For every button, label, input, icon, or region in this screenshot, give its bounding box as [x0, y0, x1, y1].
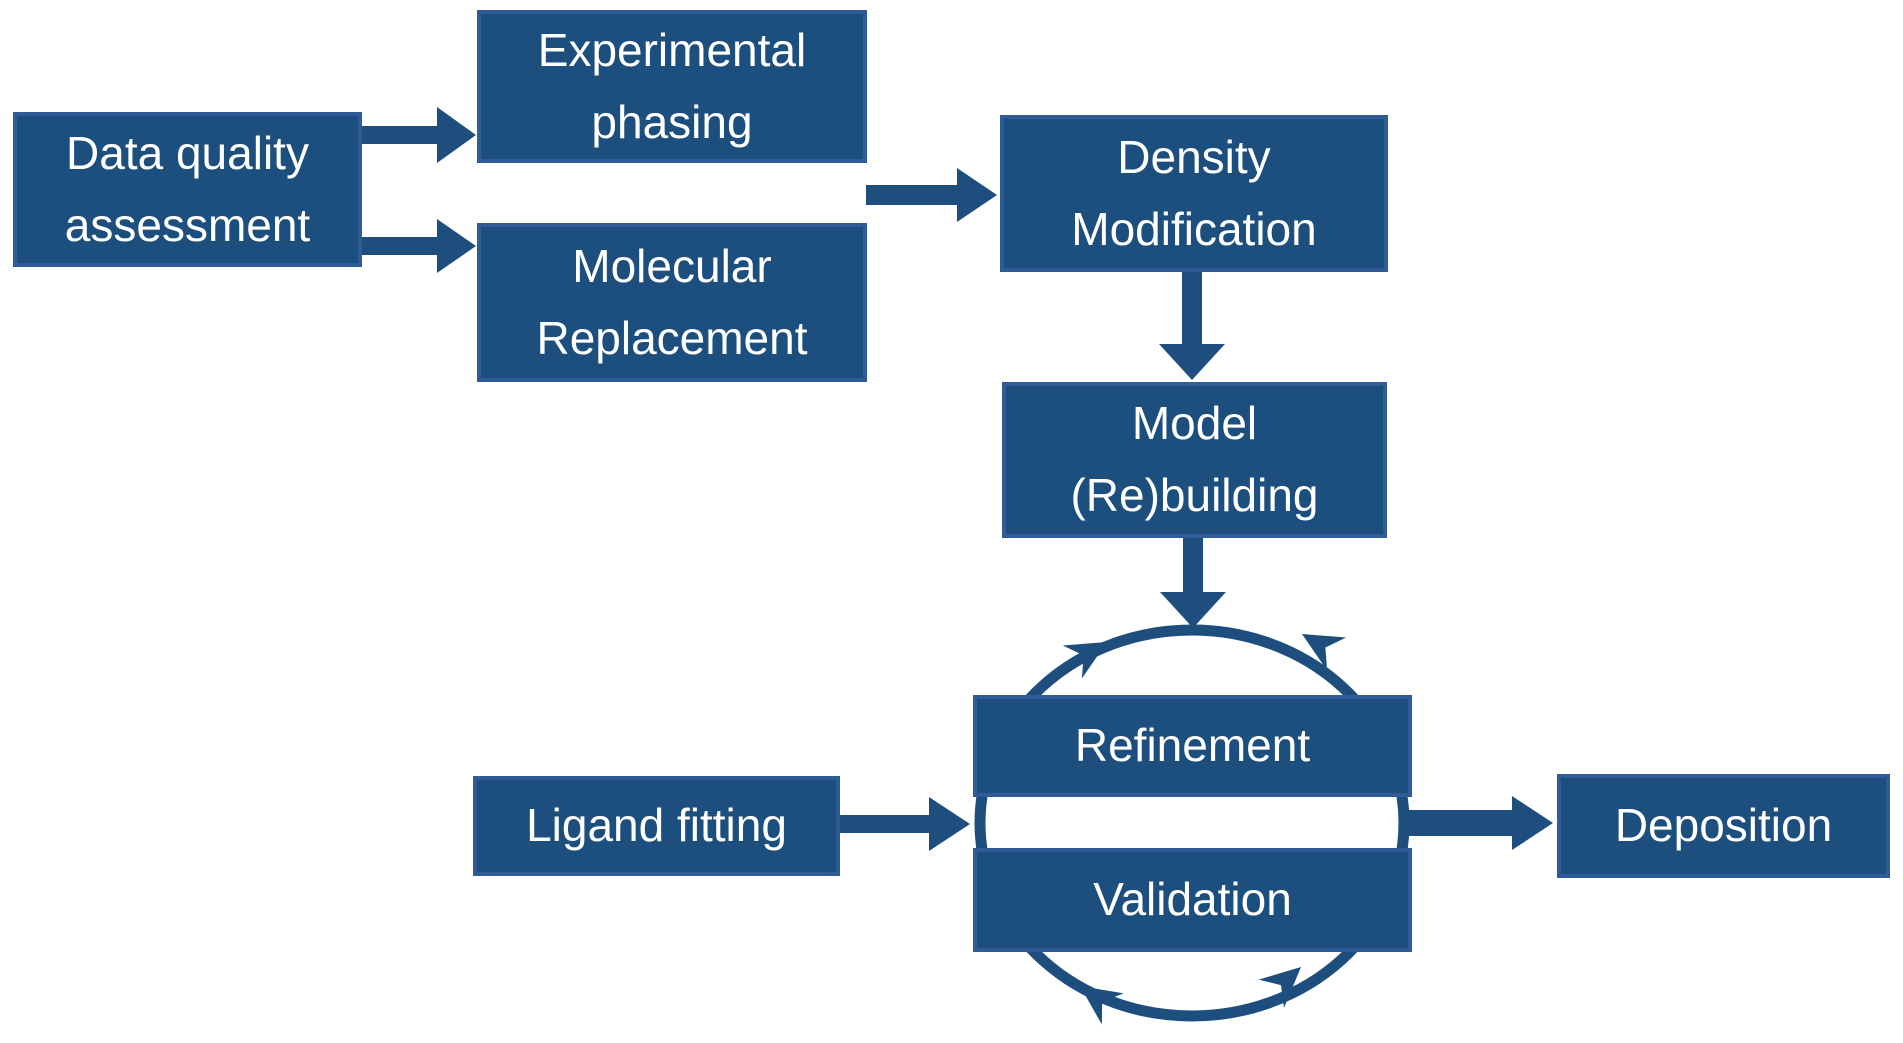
node-data-quality-assessment: Data quality assessment: [13, 112, 362, 267]
cycle-arrowhead-top-left-icon: [1062, 642, 1107, 679]
arrow-to-density-modification: [866, 168, 997, 222]
arrow-density-to-model-rebuilding: [1159, 272, 1225, 380]
cycle-arrowhead-top-right-icon: [1302, 634, 1347, 671]
node-experimental-phasing: Experimental phasing: [477, 10, 867, 163]
arrow-dqa-to-molecular-replacement: [362, 219, 476, 273]
node-model-rebuilding: Model (Re)building: [1002, 382, 1387, 538]
node-ligand-fitting: Ligand fitting: [473, 776, 840, 876]
arrow-ligand-fitting-to-cycle: [840, 797, 970, 851]
node-refinement: Refinement: [973, 695, 1412, 797]
node-density-modification: Density Modification: [1000, 115, 1388, 272]
node-validation: Validation: [973, 848, 1412, 952]
node-molecular-replacement: Molecular Replacement: [477, 223, 867, 382]
arrow-dqa-to-experimental-phasing: [362, 107, 476, 163]
node-deposition: Deposition: [1557, 774, 1890, 878]
arrow-cycle-to-deposition: [1409, 796, 1553, 850]
cycle-arrowhead-bottom-left-icon: [1080, 986, 1124, 1025]
refinement-validation-cycle-ring: [974, 624, 1410, 1022]
arrow-model-rebuilding-to-cycle: [1160, 538, 1226, 628]
cycle-arrowhead-bottom-right-icon: [1258, 967, 1301, 1008]
